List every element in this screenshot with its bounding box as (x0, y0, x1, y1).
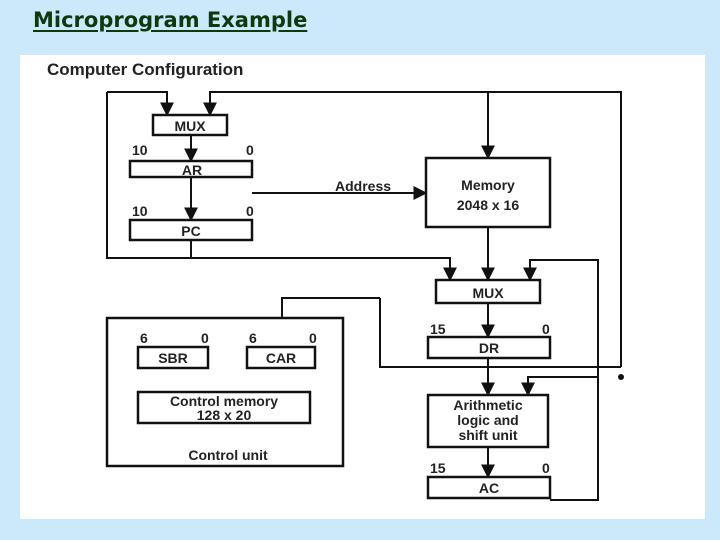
control-memory-line2: 128 x 20 (197, 407, 252, 423)
control-unit-label: Control unit (188, 447, 268, 463)
sbr-label: SBR (158, 350, 188, 366)
mux-top-label: MUX (174, 118, 206, 134)
wire-into-mux-top-left (107, 91, 174, 117)
wire-pc-to-mux-right (106, 92, 457, 282)
dr-high-bit: 15 (430, 321, 446, 337)
dr-low-bit: 0 (542, 321, 550, 337)
slide-title: Microprogram Example (33, 8, 308, 32)
address-label: Address (335, 178, 391, 194)
wire-dr-bus (379, 298, 621, 368)
mux-right-label: MUX (472, 285, 504, 301)
bus-junction (618, 374, 624, 380)
car-high-bit: 6 (249, 330, 257, 346)
diagram-panel: Computer Configuration (20, 55, 705, 519)
ar-label: AR (182, 162, 202, 178)
pc-label: PC (181, 223, 200, 239)
ar-low-bit: 0 (246, 142, 254, 158)
ac-high-bit: 15 (430, 460, 446, 476)
ac-label: AC (479, 480, 499, 496)
car-box (245, 345, 317, 370)
pc-low-bit: 0 (246, 203, 254, 219)
diagram-heading: Computer Configuration (47, 60, 243, 79)
control-memory-box (136, 390, 312, 425)
wire-bus-to-mux-top (203, 91, 622, 367)
memory-label-line1: Memory (461, 177, 515, 193)
pc-high-bit: 10 (132, 203, 148, 219)
sbr-low-bit: 0 (201, 330, 209, 346)
control-memory-line1: Control memory (170, 393, 278, 409)
ar-high-bit: 10 (132, 142, 148, 158)
ac-low-bit: 0 (542, 460, 550, 476)
memory-box (424, 156, 552, 229)
car-label: CAR (266, 350, 296, 366)
ac-box (426, 475, 552, 500)
alu-label-line2: logic and (457, 412, 518, 428)
mux-top-box (151, 113, 229, 137)
mux-right-box (434, 278, 542, 305)
alu-box (426, 393, 550, 449)
alu-label-line3: shift unit (458, 427, 517, 443)
memory-label-line2: 2048 x 16 (457, 197, 519, 213)
dr-label: DR (479, 340, 499, 356)
dr-box (426, 335, 552, 360)
wire-into-alu-feedback (521, 376, 598, 397)
sbr-high-bit: 6 (140, 330, 148, 346)
ar-box (128, 159, 254, 179)
wire-ac-to-mux (523, 259, 599, 501)
car-low-bit: 0 (309, 330, 317, 346)
alu-label-line1: Arithmetic (453, 397, 522, 413)
sbr-box (136, 345, 210, 370)
pc-box (128, 218, 254, 242)
boxes (105, 113, 552, 500)
computer-configuration-diagram: Computer Configuration (47, 60, 624, 501)
